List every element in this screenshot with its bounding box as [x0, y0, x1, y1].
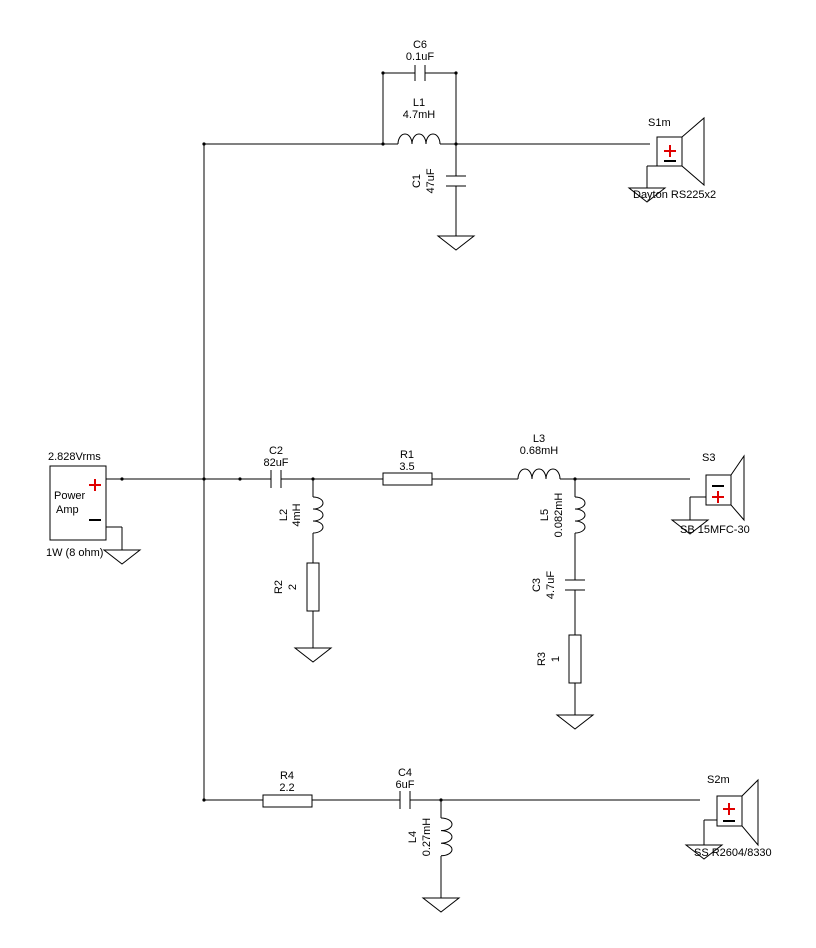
resistor-r4: R4 2.2: [262, 770, 313, 808]
l4-value: 0.27mH: [421, 818, 433, 857]
s1m-model: Dayton RS225x2: [633, 189, 716, 201]
c1-name: C1: [411, 174, 423, 188]
amp-label-line1: Power: [54, 490, 86, 502]
s2m-model: SS R2604/8330: [694, 847, 772, 859]
c2-name: C2: [269, 445, 283, 457]
c4-name: C4: [398, 767, 412, 779]
r3-value: 1: [550, 656, 562, 662]
c6-value: 0.1uF: [406, 51, 434, 63]
resistor-r1: R1 3.5: [382, 449, 433, 486]
c3-value: 4.7uF: [545, 571, 557, 599]
inductor-l2: L2 4mH: [278, 496, 324, 534]
c3-name: C3: [531, 578, 543, 592]
inductor-l4: L4 0.27mH: [407, 817, 453, 857]
l3-value: 0.68mH: [520, 445, 559, 457]
r4-name: R4: [280, 770, 294, 782]
ground-symbols: [102, 187, 724, 913]
l4-name: L4: [407, 831, 419, 843]
inductor-l5: L5 0.082mH: [539, 493, 586, 538]
resistor-r2: R2 2: [273, 562, 320, 612]
amp-label-line2: Amp: [56, 504, 79, 516]
l2-name: L2: [278, 509, 290, 521]
power-amp: 2.828Vrms Power Amp 1W (8 ohm): [46, 451, 107, 559]
wires: [106, 72, 705, 898]
c6-name: C6: [413, 39, 427, 51]
c1-value: 47uF: [425, 168, 437, 193]
l3-name: L3: [533, 433, 545, 445]
r3-name: R3: [536, 652, 548, 666]
r2-value: 2: [287, 584, 299, 590]
resistor-r3: R3 1: [536, 634, 582, 684]
c2-value: 82uF: [263, 457, 288, 469]
capacitor-c6: C6 0.1uF: [406, 39, 434, 81]
s3-model: SB 15MFC-30: [680, 524, 750, 536]
r4-value: 2.2: [279, 782, 294, 794]
inductor-l3: L3 0.68mH: [517, 433, 561, 480]
s3-name: S3: [702, 452, 715, 464]
capacitor-c4: C4 6uF: [396, 767, 415, 809]
l5-name: L5: [539, 509, 551, 521]
l5-value: 0.082mH: [553, 493, 565, 538]
r2-name: R2: [273, 580, 285, 594]
capacitor-c2: C2 82uF: [263, 445, 289, 488]
amp-voltage: 2.828Vrms: [48, 451, 101, 463]
amp-power: 1W (8 ohm): [46, 547, 103, 559]
l1-name: L1: [413, 97, 425, 109]
capacitor-c3: C3 4.7uF: [531, 571, 585, 599]
c4-value: 6uF: [396, 779, 415, 791]
speaker-s2m: S2m SS R2604/8330: [694, 774, 772, 859]
capacitor-c1: C1 47uF: [411, 168, 466, 194]
s2m-name: S2m: [707, 774, 730, 786]
l2-value: 4mH: [291, 503, 303, 526]
speaker-s3: S3 SB 15MFC-30: [680, 452, 750, 536]
speaker-s1m: S1m Dayton RS225x2: [633, 116, 716, 201]
inductor-l1: L1 4.7mH: [397, 97, 441, 145]
r1-name: R1: [400, 449, 414, 461]
s1m-name: S1m: [648, 117, 671, 129]
junction-dots: [120, 71, 577, 802]
r1-value: 3.5: [399, 461, 414, 473]
l1-value: 4.7mH: [403, 109, 435, 121]
